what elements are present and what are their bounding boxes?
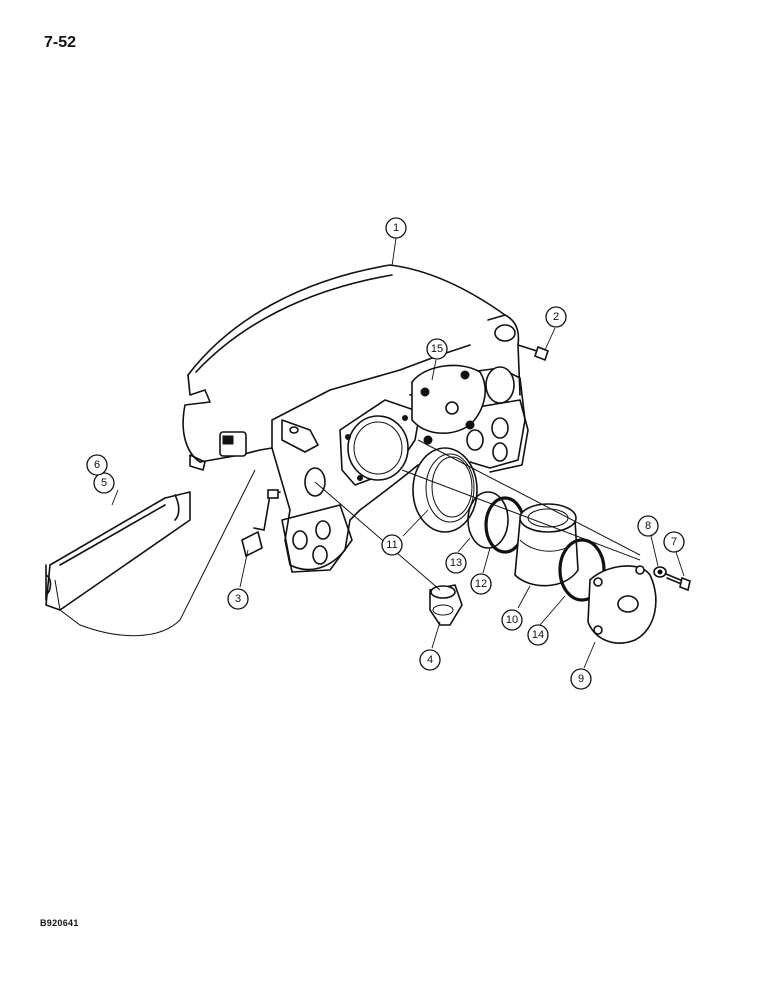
snap-ring — [467, 491, 509, 549]
callout-4: 4 — [419, 649, 441, 671]
callout-1: 1 — [385, 217, 407, 239]
svg-text:4: 4 — [427, 654, 433, 666]
svg-text:5: 5 — [101, 477, 107, 489]
svg-text:9: 9 — [578, 673, 584, 685]
callout-15: 15 — [426, 338, 448, 360]
svg-text:10: 10 — [506, 614, 518, 626]
callout-14: 14 — [527, 624, 549, 646]
figure-code: B920641 — [40, 918, 79, 928]
bolt-3 — [241, 489, 281, 558]
callout-12: 12 — [470, 573, 492, 595]
oil-seal — [412, 447, 478, 533]
page-number: 7-52 — [44, 34, 77, 51]
svg-text:12: 12 — [475, 578, 487, 590]
housing — [182, 264, 529, 573]
cap-bolt — [665, 573, 691, 592]
svg-text:11: 11 — [386, 539, 397, 551]
svg-text:7: 7 — [671, 536, 677, 548]
breather-plug — [429, 584, 463, 626]
housing-bore-flange — [339, 399, 421, 486]
guide-lines — [59, 439, 641, 637]
end-cap — [587, 565, 657, 644]
callout-10: 10 — [501, 609, 523, 631]
svg-text:1: 1 — [393, 222, 399, 234]
svg-text:8: 8 — [645, 520, 651, 532]
callout-3: 3 — [227, 588, 249, 610]
callout-5: 5 — [93, 472, 115, 494]
svg-text:15: 15 — [431, 343, 443, 355]
svg-text:14: 14 — [532, 629, 544, 641]
sleeve — [514, 503, 579, 587]
callout-13: 13 — [445, 552, 467, 574]
svg-text:13: 13 — [450, 557, 462, 569]
svg-text:2: 2 — [553, 311, 559, 323]
svg-text:3: 3 — [235, 593, 241, 605]
leader-lines — [111, 237, 685, 669]
callout-8: 8 — [637, 515, 659, 537]
callout-7: 7 — [663, 531, 685, 553]
callout-9: 9 — [570, 668, 592, 690]
callout-6: 6 — [86, 454, 108, 476]
screw-2 — [517, 344, 549, 362]
washer — [653, 566, 667, 578]
cover-plate — [411, 364, 486, 445]
shield-panel — [45, 491, 191, 611]
callout-11: 11 — [381, 534, 403, 556]
callout-2: 2 — [545, 306, 567, 328]
svg-text:6: 6 — [94, 459, 100, 471]
